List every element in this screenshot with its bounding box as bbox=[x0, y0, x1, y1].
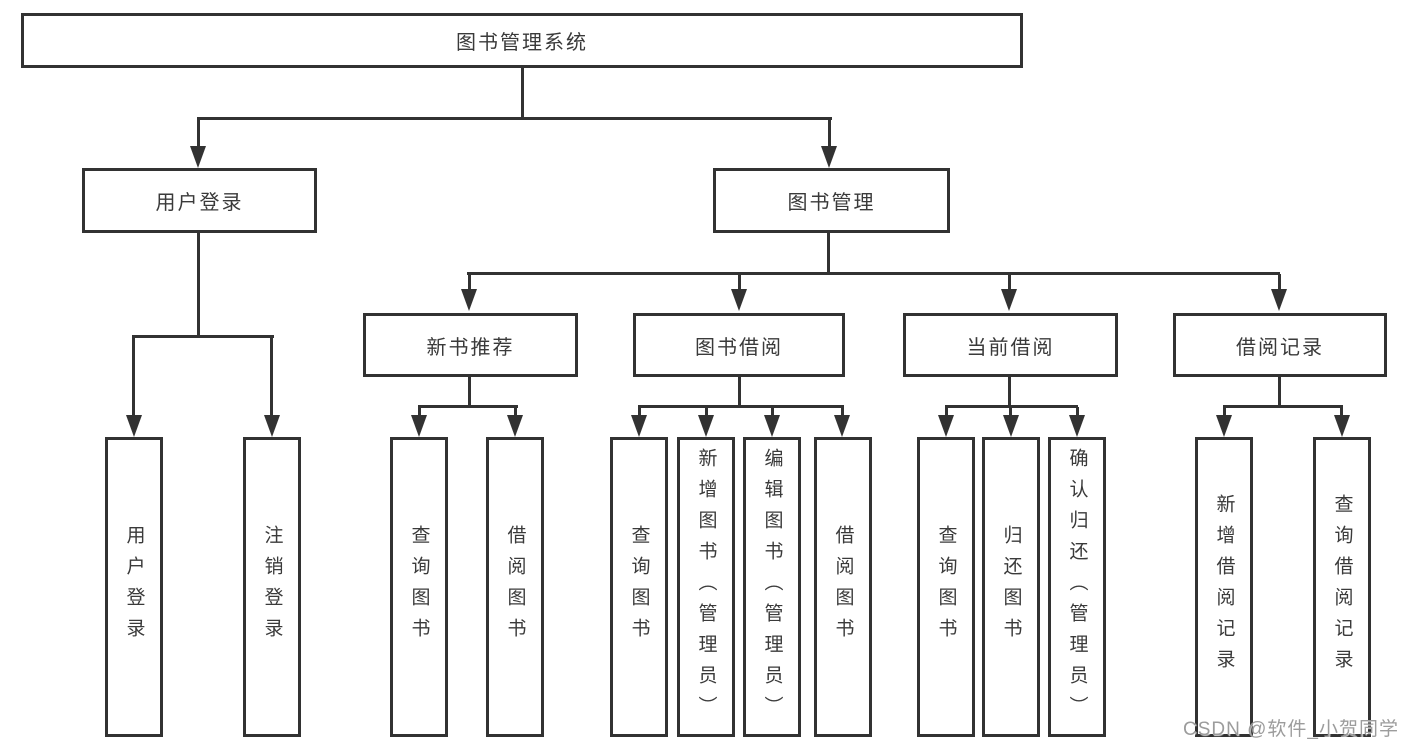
connector-records-stem bbox=[1278, 377, 1281, 407]
leaf-newbooks-query-label: 查询图书 bbox=[408, 525, 430, 649]
connector-user-children-hbar bbox=[132, 335, 274, 338]
leaf-borrow-add-admin: 新增图书（管理员） bbox=[677, 437, 735, 737]
leaf-current-return: 归还图书 bbox=[982, 437, 1040, 737]
connector-l3-stem-4 bbox=[1278, 274, 1281, 290]
connector-l2-stem-right bbox=[828, 119, 831, 148]
arrowhead-leaf-logout bbox=[264, 415, 280, 437]
leaf-newbooks-query: 查询图书 bbox=[390, 437, 448, 737]
connector-root-stem bbox=[521, 68, 524, 118]
node-user-login-label: 用户登录 bbox=[155, 192, 244, 214]
arrowhead-records-add bbox=[1216, 415, 1232, 437]
node-new-books-label: 新书推荐 bbox=[426, 336, 515, 359]
connector-l2-stem-left bbox=[197, 119, 200, 148]
connector-book-borrow-child-1 bbox=[638, 407, 641, 417]
connector-book-mgmt-stem bbox=[827, 233, 830, 274]
leaf-borrow-edit-admin-label: 编辑图书（管理员） bbox=[761, 447, 783, 727]
arrowhead-current-borrow bbox=[1001, 289, 1017, 311]
leaf-current-return-label: 归还图书 bbox=[1000, 525, 1022, 649]
leaf-current-query: 查询图书 bbox=[917, 437, 975, 737]
leaf-borrow-add-admin-label: 新增图书（管理员） bbox=[695, 447, 717, 727]
arrowhead-borrow-edit bbox=[764, 415, 780, 437]
node-book-borrow: 图书借阅 bbox=[633, 313, 845, 377]
arrowhead-newbooks-borrow bbox=[507, 415, 523, 437]
connector-user-child-stem-1 bbox=[132, 337, 135, 417]
node-borrow-records: 借阅记录 bbox=[1173, 313, 1387, 377]
node-borrow-records-label: 借阅记录 bbox=[1236, 336, 1324, 359]
node-root: 图书管理系统 bbox=[21, 13, 1023, 68]
node-new-books: 新书推荐 bbox=[363, 313, 578, 377]
arrowhead-newbooks-query bbox=[411, 415, 427, 437]
arrowhead-new-books bbox=[461, 289, 477, 311]
connector-book-borrow-child-2 bbox=[705, 407, 708, 417]
leaf-borrow-borrow-label: 借阅图书 bbox=[832, 525, 854, 649]
arrowhead-borrow-query bbox=[631, 415, 647, 437]
leaf-borrow-query-label: 查询图书 bbox=[628, 525, 650, 649]
arrowhead-book-mgmt bbox=[821, 146, 837, 168]
leaf-newbooks-borrow-label: 借阅图书 bbox=[504, 525, 526, 649]
connector-current-child-1 bbox=[945, 407, 948, 417]
connector-new-books-child-1 bbox=[418, 407, 421, 417]
connector-book-borrow-hbar bbox=[638, 405, 844, 408]
node-root-label: 图书管理系统 bbox=[456, 32, 588, 54]
connector-book-borrow-child-3 bbox=[771, 407, 774, 417]
leaf-user-login-label: 用户登录 bbox=[123, 525, 145, 649]
connector-new-books-child-2 bbox=[514, 407, 517, 417]
leaf-current-confirm-admin: 确认归还（管理员） bbox=[1048, 437, 1106, 737]
connector-current-child-3 bbox=[1076, 407, 1079, 417]
leaf-records-add-label: 新增借阅记录 bbox=[1213, 494, 1235, 680]
connector-user-child-stem-2 bbox=[270, 337, 273, 417]
leaf-records-query: 查询借阅记录 bbox=[1313, 437, 1371, 737]
leaf-borrow-query: 查询图书 bbox=[610, 437, 668, 737]
connector-l3-stem-1 bbox=[468, 274, 471, 290]
leaf-user-login: 用户登录 bbox=[105, 437, 163, 737]
leaf-records-query-label: 查询借阅记录 bbox=[1331, 494, 1353, 680]
leaf-records-add: 新增借阅记录 bbox=[1195, 437, 1253, 737]
node-current-borrow: 当前借阅 bbox=[903, 313, 1118, 377]
connector-current-child-2 bbox=[1009, 407, 1012, 417]
connector-current-stem bbox=[1008, 377, 1011, 407]
node-book-borrow-label: 图书借阅 bbox=[695, 336, 783, 359]
connector-book-borrow-stem bbox=[738, 377, 741, 407]
arrowhead-current-confirm bbox=[1069, 415, 1085, 437]
connector-user-login-stem bbox=[197, 233, 200, 337]
node-user-login: 用户登录 bbox=[82, 168, 317, 233]
connector-records-hbar bbox=[1223, 405, 1343, 408]
arrowhead-borrow-records bbox=[1271, 289, 1287, 311]
arrowhead-borrow-borrow bbox=[834, 415, 850, 437]
connector-l2-hbar bbox=[197, 117, 832, 120]
node-current-borrow-label: 当前借阅 bbox=[966, 336, 1055, 359]
arrowhead-borrow-add bbox=[698, 415, 714, 437]
arrowhead-leaf-user-login bbox=[126, 415, 142, 437]
connector-l3-stem-2 bbox=[738, 274, 741, 290]
arrowhead-user-login bbox=[190, 146, 206, 168]
node-book-mgmt-label: 图书管理 bbox=[787, 192, 876, 214]
connector-records-child-1 bbox=[1223, 407, 1226, 417]
arrowhead-current-return bbox=[1003, 415, 1019, 437]
leaf-current-query-label: 查询图书 bbox=[935, 525, 957, 649]
leaf-borrow-edit-admin: 编辑图书（管理员） bbox=[743, 437, 801, 737]
arrowhead-current-query bbox=[938, 415, 954, 437]
arrowhead-book-borrow bbox=[731, 289, 747, 311]
watermark: CSDN @软件_小贺同学 bbox=[1183, 719, 1399, 740]
connector-new-books-hbar bbox=[418, 405, 518, 408]
connector-current-hbar bbox=[945, 405, 1078, 408]
node-book-mgmt: 图书管理 bbox=[713, 168, 950, 233]
leaf-logout: 注销登录 bbox=[243, 437, 301, 737]
leaf-logout-label: 注销登录 bbox=[261, 525, 283, 649]
connector-l3-stem-3 bbox=[1008, 274, 1011, 290]
connector-book-borrow-child-4 bbox=[841, 407, 844, 417]
connector-new-books-stem bbox=[468, 377, 471, 407]
leaf-newbooks-borrow: 借阅图书 bbox=[486, 437, 544, 737]
connector-records-child-2 bbox=[1340, 407, 1343, 417]
leaf-borrow-borrow: 借阅图书 bbox=[814, 437, 872, 737]
leaf-current-confirm-admin-label: 确认归还（管理员） bbox=[1066, 447, 1088, 727]
connector-l3-hbar bbox=[467, 272, 1280, 275]
arrowhead-records-query bbox=[1334, 415, 1350, 437]
